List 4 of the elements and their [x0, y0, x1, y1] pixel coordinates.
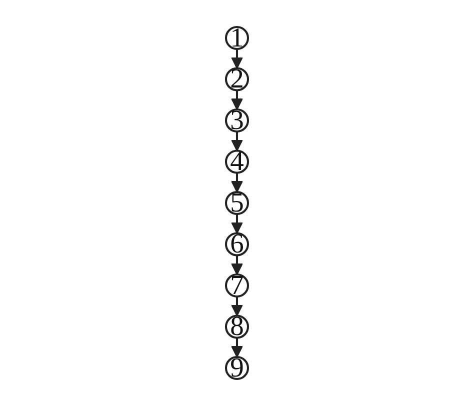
- circle-node: 2: [224, 64, 250, 94]
- circle-node: 4: [224, 146, 250, 177]
- circle-node: 8: [224, 312, 250, 342]
- circle-node: 6: [224, 229, 250, 260]
